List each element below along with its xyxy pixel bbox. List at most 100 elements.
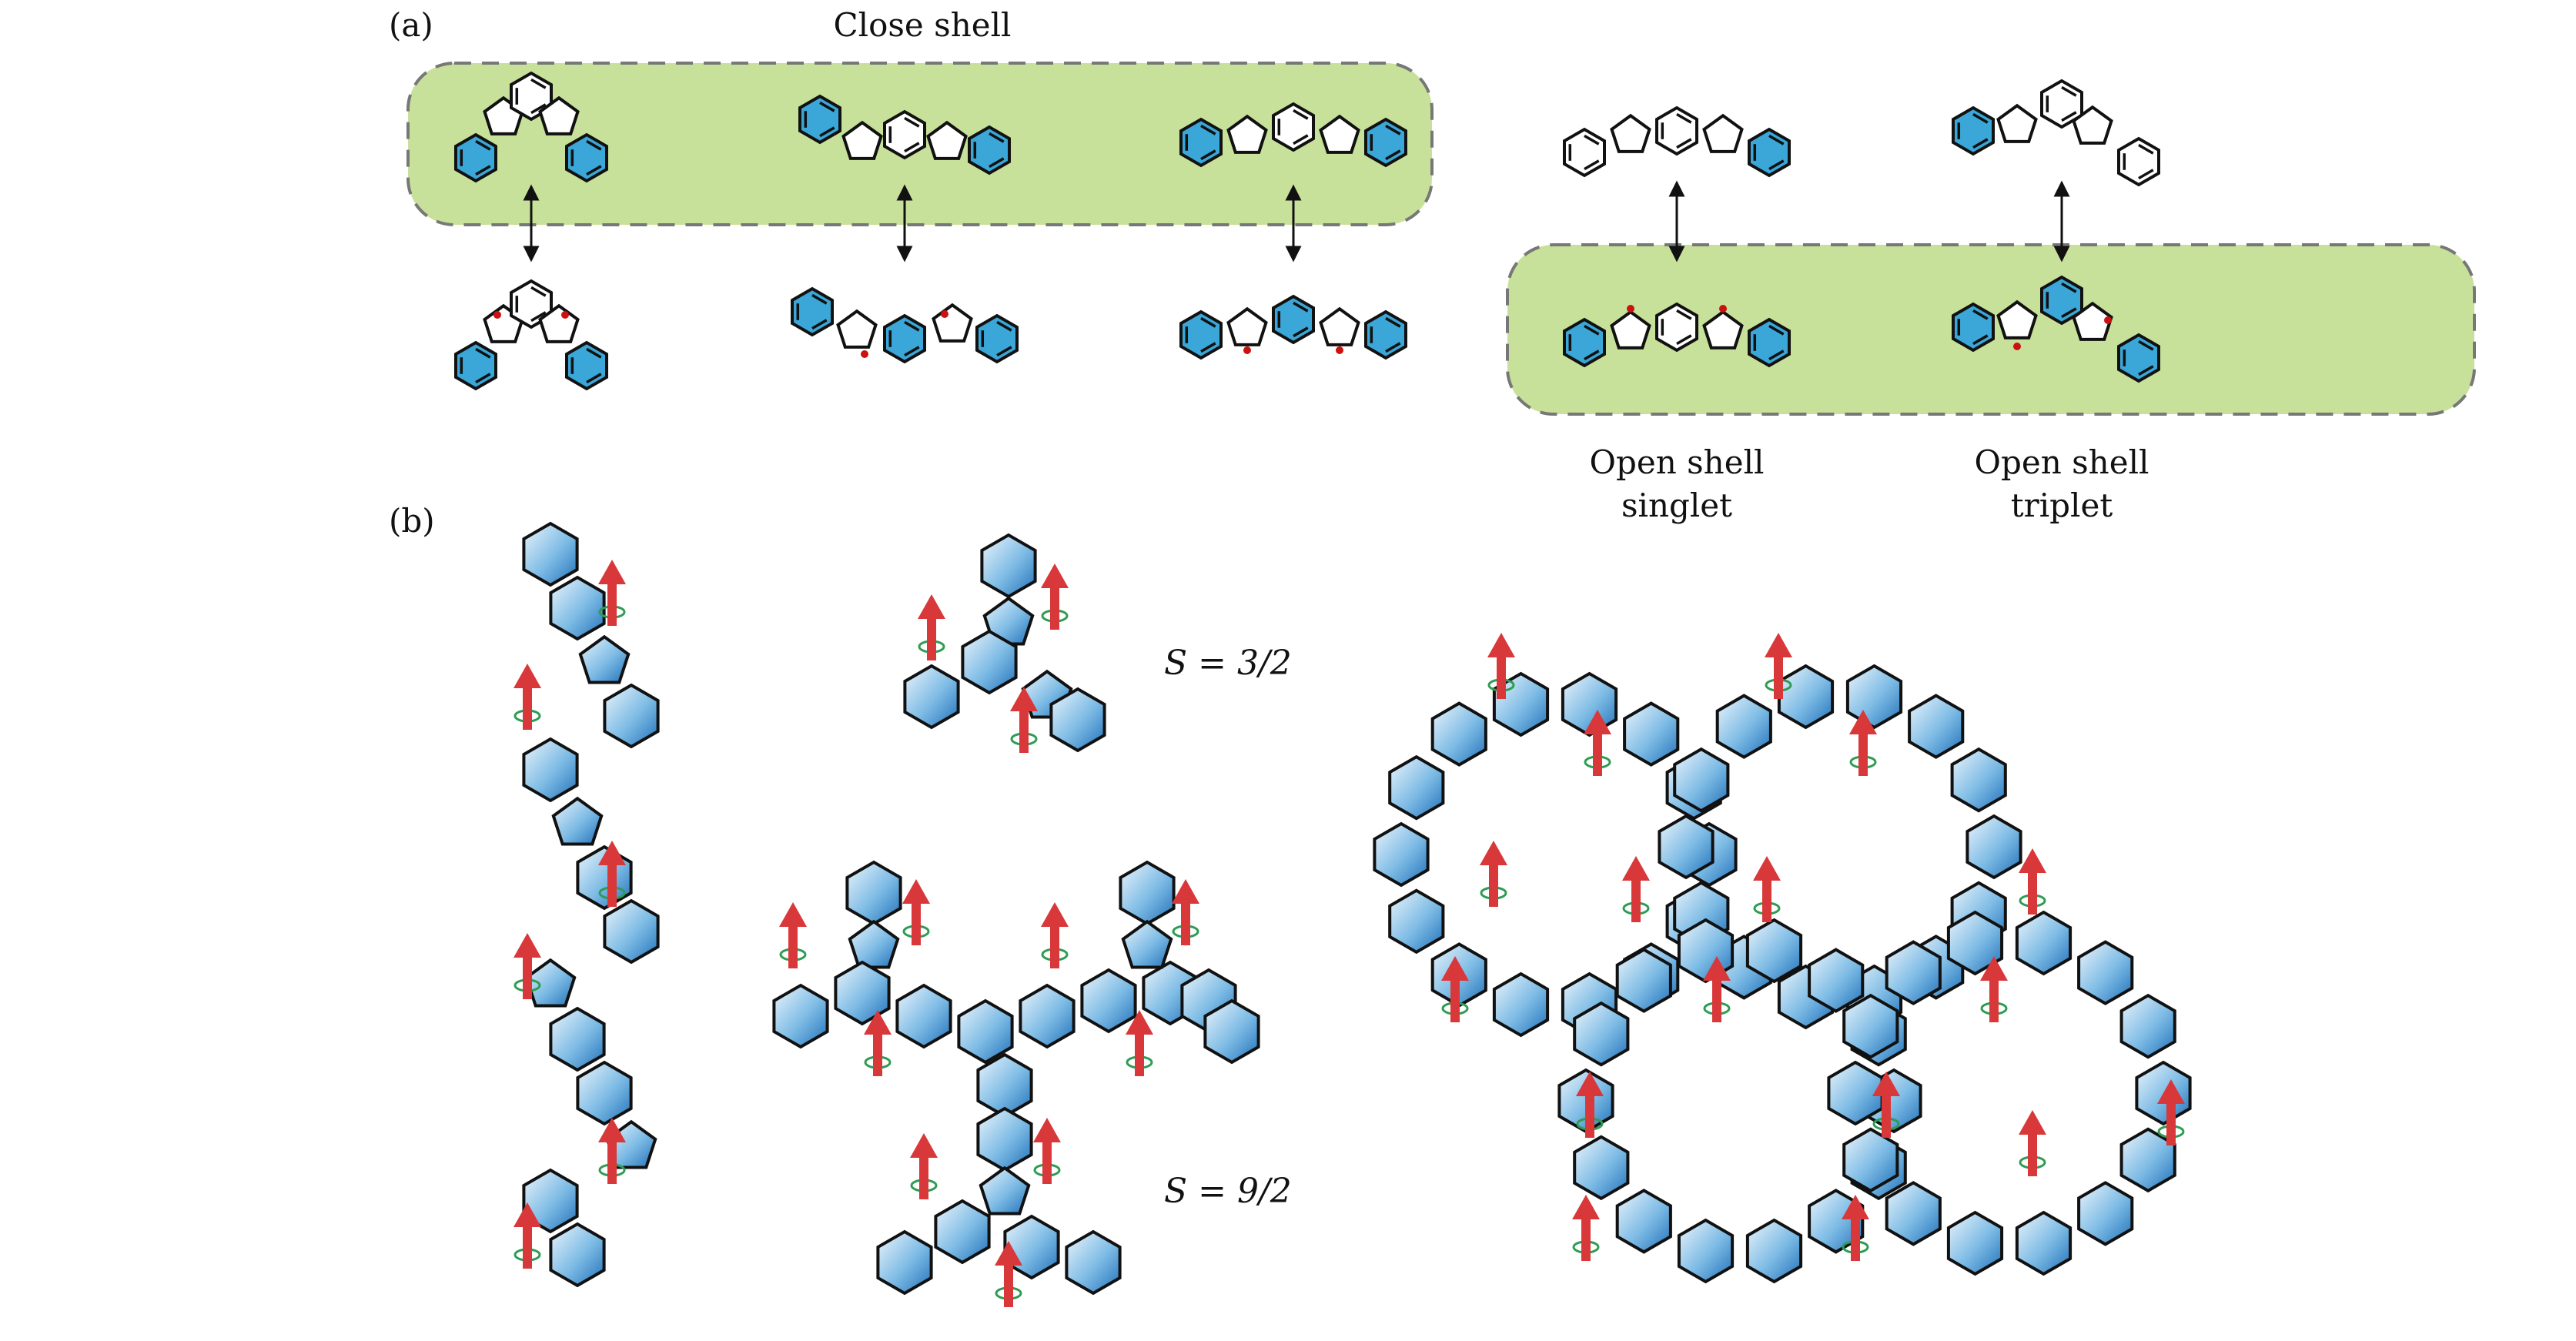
spin-up-arrow-icon [1872,1072,1900,1138]
pentagon-ring-icon [1996,299,2038,339]
open-shell-triplet-line2: triplet [2010,487,2113,524]
spin-up-arrow-icon [1572,1195,1600,1261]
ribbon-hexagon [1673,747,1730,813]
ribbon-pentagon [551,796,604,846]
spin-up-arrow-icon [1172,879,1199,945]
double-bond [1768,349,1785,361]
spin-up-arrow-icon [2019,848,2046,915]
mol-close-2 [798,94,1011,176]
ribbon-hexagon [1049,687,1106,753]
double-bond [2061,111,2077,122]
spin-up-arrow-icon [995,1241,1022,1307]
double-bond [989,132,1005,143]
double-bond [996,346,1012,357]
spin-up-arrow-icon [864,1010,892,1076]
ribbon-hexagon [2015,1210,2073,1276]
ribbon-hexagon [549,575,606,641]
mol-close-1 [454,71,608,183]
double-bond [1584,324,1600,336]
ribbon-hexagon [1430,701,1487,767]
open-shell-triplet-line1: Open shell [1974,443,2149,481]
double-bond [2061,282,2077,293]
ribbon-hexagon [603,683,660,749]
ribbon-hexagon [1965,814,2022,880]
ribbon-hexagon [1573,1135,1630,1201]
ribbon-hexagon [845,860,902,926]
double-bond [1385,149,1401,161]
radical-dot [2013,343,2021,350]
spin-up-arrow-icon [2157,1079,2185,1145]
ribbon-hexagon [1842,1127,1899,1193]
mol-triplet [1952,275,2160,383]
spin-up-arrow-icon [918,594,945,660]
pentagon-ring-icon [1702,309,1744,349]
pentagon-ring-icon [1319,114,1360,154]
spin-up-arrow-icon [1584,710,1611,776]
ribbon-hexagon [1373,821,1430,888]
ribbon-hexagon [1080,968,1137,1034]
spin-up-arrow-icon [1849,710,1877,776]
ribbon-hexagon [957,998,1014,1065]
ribbon-hexagon [603,898,660,965]
spin-label-large: S = 9/2 [1164,1172,1292,1211]
ribbon-hexagon [976,1106,1033,1172]
panel-b-label: (b) [389,502,435,540]
ribbon-pentagon [1121,919,1173,969]
double-bond [2138,169,2154,180]
double-bond [2061,85,2077,97]
mol-open-a1 [454,279,608,391]
ribbon-hexagon [1615,948,1672,1013]
ribbon-hexagon [1946,1210,2004,1276]
radical-dot [2104,316,2112,324]
double-bond [530,78,547,89]
ribbon-hexagon [2119,993,2176,1059]
ribbon-hexagon [522,521,579,587]
ribbon-hexagon [1658,814,1715,880]
pentagon-ring-icon [926,120,968,160]
open-shell-singlet-line2: singlet [1621,487,1733,524]
ribbon-hexagon [1845,664,1903,730]
ribbon-hexagon [1677,1218,1735,1284]
spin-up-arrow-icon [1441,956,1469,1022]
close-shell-title: Close shell [833,6,1012,44]
radical-dot [941,310,948,318]
radical-dot [861,350,868,358]
double-bond [1584,159,1600,171]
double-bond [1676,112,1692,124]
ribbon-hexagon [1745,1218,1803,1284]
double-bond [904,116,920,128]
ribbon-hexagon [1388,754,1445,821]
spin-up-arrow-icon [598,560,626,626]
ribbon-hexagon [1808,948,1865,1013]
ribbon-hexagon [1065,1229,1122,1296]
spin-up-arrow-icon [514,1202,541,1269]
radical-dot [1336,346,1343,354]
double-bond [1385,342,1401,353]
molecule-structures [454,71,2160,391]
ribbon-hexagon [2015,910,2073,976]
ribbon-structures [522,521,2192,1296]
spin-up-arrow-icon [1703,956,1731,1022]
spin-up-arrow-icon [1033,1118,1061,1184]
ribbon-pentagon [578,634,631,684]
ribbon-hexagon [1885,1181,1942,1246]
ribbon-hexagon [1885,940,1942,1005]
pentagon-ring-icon [1996,103,2038,143]
spin-up-arrow-icon [902,879,930,945]
double-bond [1293,326,1309,338]
double-bond [1584,349,1600,361]
double-bond [475,373,491,384]
mol-top-triplet [1952,79,2160,187]
ribbon-hexagon [522,737,579,803]
double-bond [1768,159,1785,171]
ribbon-zigzag-chain [522,521,660,1288]
double-bond [1200,124,1216,135]
double-bond [1676,334,1692,346]
pentagon-ring-icon [932,303,973,343]
double-bond [1676,309,1692,320]
double-bond [1200,316,1216,328]
double-bond [904,346,920,357]
spin-up-arrow-icon [1765,633,1792,699]
ribbon-hexagon [2077,940,2134,1005]
